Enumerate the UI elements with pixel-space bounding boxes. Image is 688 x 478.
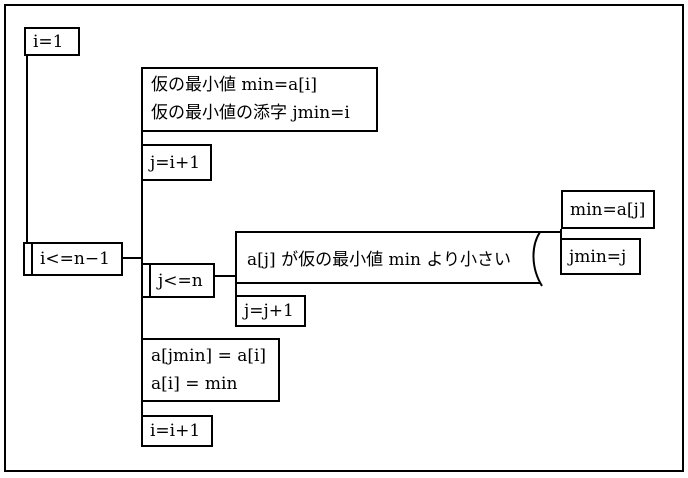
box-increment-j-label: j=j+1 [244, 301, 294, 321]
box-increment-i-label: i=i+1 [150, 421, 201, 441]
box-increment-j: j=j+1 [235, 295, 306, 327]
box-init-j-label: j=i+1 [150, 152, 201, 173]
connector-outer-loop-to-spine [123, 257, 142, 259]
loop-box-outer-label: i<=n−1 [40, 249, 110, 269]
main-spine-line [141, 67, 143, 416]
box-init-min-line1: 仮の最小値 min=a[i] [151, 75, 317, 95]
box-increment-i: i=i+1 [141, 415, 213, 447]
loop-double-edge [149, 265, 151, 296]
box-init-j: j=i+1 [141, 144, 212, 181]
right-branch-spine-line [560, 229, 562, 238]
loop-box-outer-i: i<=n−1 [23, 242, 123, 276]
box-swap-line1: a[jmin] = a[i] [151, 346, 267, 366]
loop-box-inner-label: j<=n [158, 270, 203, 291]
box-init-min-line2: 仮の最小値の添字 jmin=i [151, 103, 350, 123]
connector-init-to-outer-loop [26, 56, 28, 243]
box-init-i-label: i=1 [33, 31, 64, 52]
box-update-jmin: jmin=j [560, 238, 641, 275]
condition-curved-edge [532, 231, 543, 287]
condition-label: a[j] が仮の最小値 min より小さい [247, 250, 512, 270]
box-swap-line2: a[i] = min [151, 374, 238, 394]
loop-box-inner-j: j<=n [141, 263, 215, 298]
box-init-min-jmin: 仮の最小値 min=a[i] 仮の最小値の添字 jmin=i [141, 67, 378, 132]
connector-inner-loop-to-condition [215, 275, 236, 277]
box-update-min-label: min=a[j] [570, 199, 646, 220]
diagram-frame [4, 4, 684, 472]
box-update-min: min=a[j] [561, 190, 655, 229]
box-swap-values: a[jmin] = a[i] a[i] = min [141, 338, 280, 402]
box-init-i: i=1 [24, 27, 80, 56]
condition-box-compare: a[j] が仮の最小値 min より小さい [235, 231, 540, 284]
box-update-jmin-label: jmin=j [569, 246, 627, 267]
loop-double-edge [31, 244, 33, 274]
connector-condition-to-branch [540, 231, 562, 233]
